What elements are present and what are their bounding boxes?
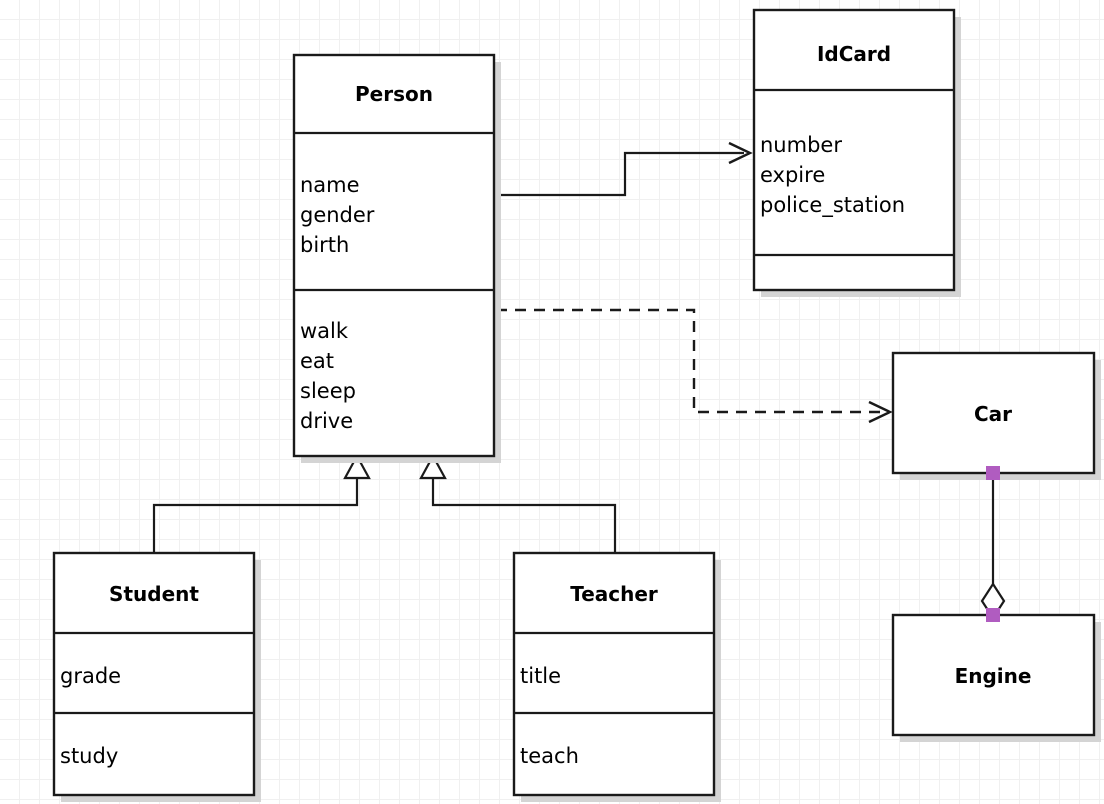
person-operation: drive: [300, 409, 353, 433]
student-frame[interactable]: [52, 551, 256, 797]
student-operation: study: [60, 744, 118, 768]
idcard-class-name: IdCard: [817, 42, 891, 66]
engine-class-name: Engine: [955, 664, 1032, 688]
association-line[interactable]: [494, 151, 744, 197]
teacher-attribute: title: [520, 664, 561, 688]
teacher-class-name: Teacher: [570, 582, 658, 606]
connection-handle-car-end[interactable]: [986, 466, 1000, 480]
person-attribute: birth: [300, 233, 349, 257]
idcard-attribute: expire: [760, 163, 825, 187]
teacher-frame[interactable]: [512, 551, 716, 797]
generalization-student-hollow-triangle: [343, 453, 371, 480]
class-box-teacher[interactable]: Teacher title teach: [512, 551, 721, 802]
dependency-open-arrowhead: [868, 400, 893, 424]
class-box-idcard[interactable]: IdCard number expire police_station: [752, 8, 961, 297]
car-class-name: Car: [974, 402, 1012, 426]
connection-handle-engine-end[interactable]: [986, 608, 1000, 622]
student-attribute: grade: [60, 664, 121, 688]
student-class-name: Student: [109, 582, 199, 606]
person-attribute: name: [300, 173, 360, 197]
relationship-aggregation-car-engine[interactable]: [980, 473, 1006, 621]
person-operation: sleep: [300, 379, 356, 403]
person-frame[interactable]: [292, 53, 496, 458]
idcard-attribute: police_station: [760, 193, 905, 218]
relationship-association-person-idcard[interactable]: [494, 141, 753, 197]
person-operation: walk: [300, 319, 349, 343]
person-operation: eat: [300, 349, 334, 373]
class-box-car[interactable]: Car: [891, 351, 1101, 480]
class-box-engine[interactable]: Engine: [891, 613, 1101, 742]
association-open-arrowhead: [728, 141, 753, 165]
car-frame[interactable]: [891, 351, 1096, 475]
idcard-frame[interactable]: [752, 8, 956, 292]
engine-frame[interactable]: [891, 613, 1096, 737]
relationship-generalization-student-person[interactable]: [152, 453, 371, 553]
class-box-person[interactable]: Person name gender birth walk eat sleep …: [292, 53, 501, 463]
teacher-operation: teach: [520, 744, 579, 768]
idcard-attribute: number: [760, 133, 842, 157]
generalization-student-line[interactable]: [152, 476, 359, 553]
dependency-line[interactable]: [496, 308, 884, 414]
class-box-student[interactable]: Student grade study: [52, 551, 261, 802]
relationship-generalization-teacher-person[interactable]: [419, 453, 617, 553]
generalization-teacher-line[interactable]: [431, 476, 617, 553]
relationship-dependency-person-car[interactable]: [496, 308, 893, 424]
generalization-teacher-hollow-triangle: [419, 453, 447, 480]
person-attribute: gender: [300, 203, 375, 227]
person-class-name: Person: [355, 82, 433, 106]
